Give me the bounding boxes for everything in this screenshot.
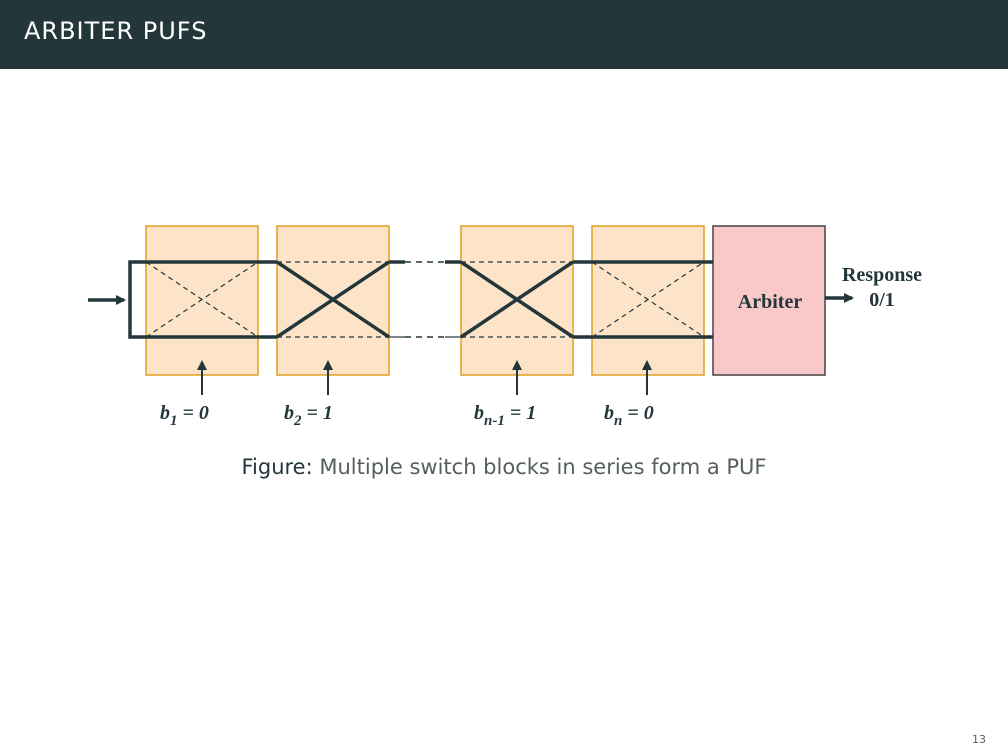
slide-title: ARBITER PUFS [24, 17, 208, 45]
caption-text: Multiple switch blocks in series form a … [319, 455, 767, 479]
bit-label-n-1: bn-1 = 1 [474, 402, 536, 429]
block-n-1-paths [460, 260, 574, 339]
figure-caption: Figure: Multiple switch blocks in series… [0, 455, 1008, 479]
arbiter-block [712, 225, 826, 376]
response-value: 0/1 [869, 289, 895, 311]
switch-block-n [591, 225, 705, 376]
arbiter-label: Arbiter [738, 291, 803, 313]
block-n-paths [573, 260, 713, 339]
switch-block-1 [145, 225, 259, 376]
response-label: Response [842, 264, 922, 286]
bit-label-1: b1 = 0 [160, 402, 209, 429]
ellipsis-connector [389, 260, 461, 338]
input-split [128, 260, 146, 339]
bit-label-2: b2 = 1 [284, 402, 333, 429]
switch-block-2 [276, 225, 390, 376]
page-number: 13 [972, 733, 986, 746]
header-bar: ARBITER PUFS [0, 0, 1008, 69]
block-1-paths [145, 260, 277, 339]
bit-label-n: bn = 0 [604, 402, 654, 429]
caption-label: Figure: [241, 455, 313, 479]
block-2-paths [276, 260, 390, 339]
